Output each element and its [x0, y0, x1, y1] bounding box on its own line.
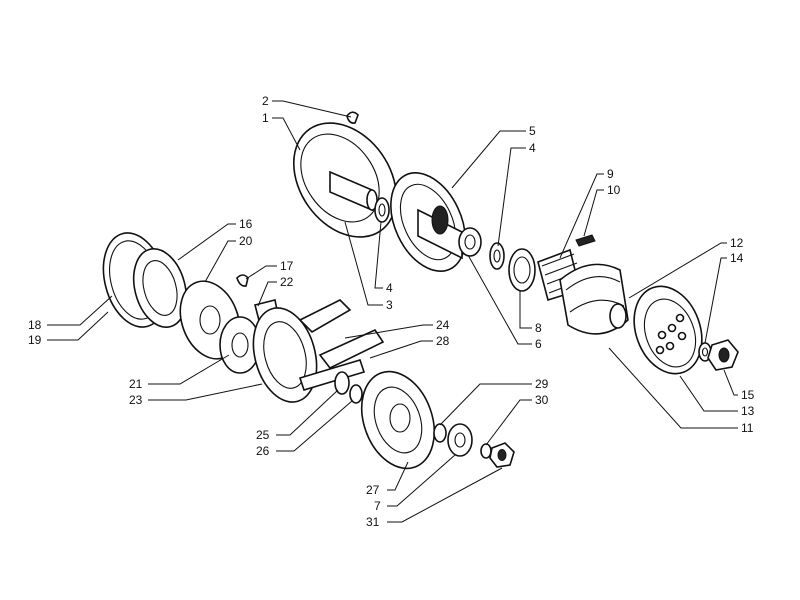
- part-16-bearing: [132, 248, 188, 328]
- part-13-clutch-bell: [633, 285, 703, 375]
- label-24: 24: [436, 318, 450, 332]
- label-19: 19: [28, 333, 42, 347]
- label-17: 17: [280, 259, 294, 273]
- label-7: 7: [374, 499, 381, 513]
- label-21: 21: [129, 377, 143, 391]
- label-15: 15: [741, 388, 755, 402]
- label-5: 5: [529, 124, 536, 138]
- label-27: 27: [366, 483, 380, 497]
- part-4-spacer-left: [374, 197, 390, 223]
- label-1: 1: [262, 111, 269, 125]
- label-29: 29: [535, 377, 549, 391]
- label-4-mid: 4: [386, 281, 393, 295]
- label-9: 9: [607, 167, 614, 181]
- part-15-nut: [707, 339, 739, 371]
- part-24-belt: [298, 299, 385, 370]
- part-10-pin: [575, 234, 596, 247]
- label-30: 30: [535, 393, 549, 407]
- label-3: 3: [386, 298, 393, 312]
- label-22: 22: [280, 275, 294, 289]
- label-18: 18: [28, 318, 42, 332]
- label-4-top: 4: [529, 141, 536, 155]
- part-2-clip: [346, 111, 359, 124]
- label-6: 6: [535, 337, 542, 351]
- label-12: 12: [730, 236, 744, 250]
- label-13: 13: [741, 404, 755, 418]
- part-6-rollers: [458, 227, 482, 257]
- part-7-spacer: [447, 423, 473, 457]
- part-30-washer: [480, 443, 492, 459]
- part-5-movable-pulley: [390, 172, 466, 272]
- label-26: 26: [256, 444, 270, 458]
- label-28: 28: [436, 334, 450, 348]
- label-2: 2: [262, 94, 269, 108]
- part-31-nut: [489, 442, 515, 468]
- callout-labels: 2 1 5 4 9 10 16 20 17 22 12 14 4 3 8 6 1…: [28, 94, 755, 529]
- part-29-washer: [433, 423, 447, 443]
- part-11-clutch-carrier: [559, 263, 629, 335]
- label-25: 25: [256, 428, 270, 442]
- label-20: 20: [239, 234, 253, 248]
- part-4-spacer-right: [489, 242, 505, 270]
- label-8: 8: [535, 321, 542, 335]
- label-14: 14: [730, 251, 744, 265]
- part-8-ring: [508, 248, 536, 292]
- part-17-clip: [236, 274, 249, 287]
- part-27-fan: [360, 370, 436, 470]
- label-31: 31: [366, 515, 380, 529]
- fixed-pulley-half: [292, 122, 398, 238]
- label-11: 11: [741, 421, 754, 435]
- label-10: 10: [607, 183, 621, 197]
- leader-lines: [47, 100, 738, 523]
- label-16: 16: [239, 217, 253, 231]
- label-23: 23: [129, 393, 143, 407]
- part-25-shaft: [298, 359, 366, 404]
